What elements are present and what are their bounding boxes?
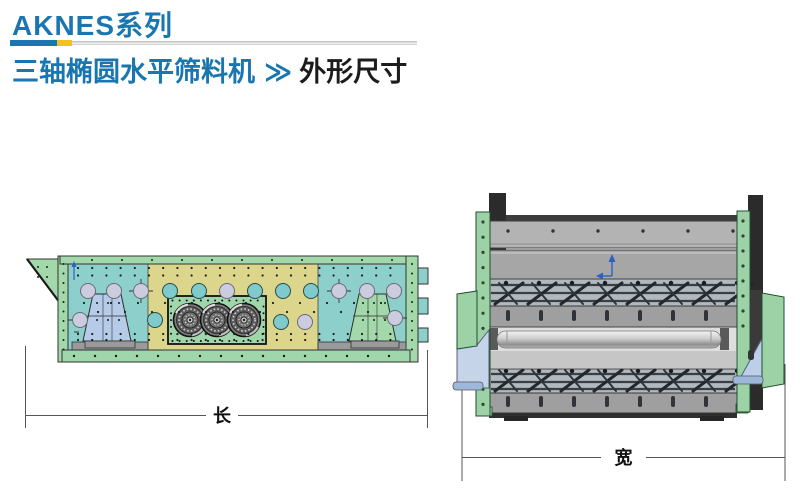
upper-band-slots — [506, 310, 708, 321]
feed-chute-edge — [26, 258, 61, 304]
bolt-dots-top-rail — [91, 259, 393, 261]
bolt-dots-left-plate — [62, 263, 65, 351]
top-rim — [506, 215, 748, 222]
support-bracket-left — [82, 293, 136, 349]
foot — [700, 416, 724, 421]
green-column-right-holes — [741, 219, 745, 328]
front-view-drawing — [452, 193, 785, 421]
upper-screen-deck — [488, 278, 756, 307]
lower-band-slots — [506, 396, 708, 407]
title-divider — [10, 40, 417, 46]
base-rail — [61, 349, 411, 363]
foot — [504, 416, 528, 421]
bolt-dots-housing-horizontal — [171, 299, 259, 342]
bolt-dots-top-band — [76, 266, 392, 277]
shaft-bearing-left — [489, 328, 498, 350]
divider-rule — [72, 41, 417, 45]
upper-deck-front-band — [488, 305, 738, 328]
side-tab — [417, 267, 429, 285]
bolt-dots-housing-vertical — [170, 305, 265, 335]
bolt-dots-left-bracket — [96, 302, 120, 321]
left-end-plate — [57, 255, 69, 363]
lower-screen-deck — [488, 368, 756, 394]
side-tab — [417, 297, 429, 315]
interior-shadow — [490, 351, 736, 368]
drive-shaft — [496, 330, 722, 349]
support-slot — [748, 350, 754, 360]
bolt-dots-right-plate — [411, 263, 413, 351]
side-view-drawing — [26, 255, 429, 363]
bottom-shadow — [489, 413, 737, 418]
width-label: 宽 — [615, 447, 633, 468]
width-dimension: 宽 — [461, 364, 786, 481]
second-panel — [488, 249, 738, 280]
bolt-dots-right-bracket — [362, 302, 386, 321]
product-name: 三轴椭圆水平筛料机 — [12, 57, 255, 87]
outrigger-support-right — [732, 290, 785, 389]
hole-row-upper — [80, 279, 402, 303]
bolt-dots-bottom-band — [76, 332, 392, 342]
bolt-dots-base-rail — [72, 354, 391, 358]
top-panel-bolts — [506, 229, 735, 233]
section-name: 外形尺寸 — [299, 57, 408, 87]
lower-deck-front-band — [488, 392, 738, 414]
bolt-dots-mid-row — [82, 301, 383, 305]
support-bracket-right — [348, 293, 400, 349]
length-dimension: 长 — [25, 346, 428, 428]
exciter-wheel — [226, 302, 262, 338]
bolt-dots-chute — [37, 266, 48, 278]
right-end-plate — [405, 255, 419, 363]
divider-blue-accent — [10, 40, 57, 46]
axis-marker-icon — [71, 261, 77, 280]
length-label: 长 — [213, 406, 232, 426]
divider-yellow-accent — [57, 40, 72, 46]
side-tab — [417, 327, 429, 343]
chevrons-separator-icon: ≫ — [264, 57, 293, 87]
top-rail — [59, 255, 409, 265]
axis-marker-icon — [596, 254, 616, 280]
page-subtitle: 三轴椭圆水平筛料机 ≫外形尺寸 — [12, 50, 407, 89]
hole-row-lower — [68, 310, 407, 333]
shaft-bearing-right — [720, 328, 729, 350]
bolt-dots-mid-row2 — [96, 310, 370, 314]
outrigger-support-left — [452, 290, 490, 391]
series-title: AKNES系列 — [12, 10, 174, 41]
